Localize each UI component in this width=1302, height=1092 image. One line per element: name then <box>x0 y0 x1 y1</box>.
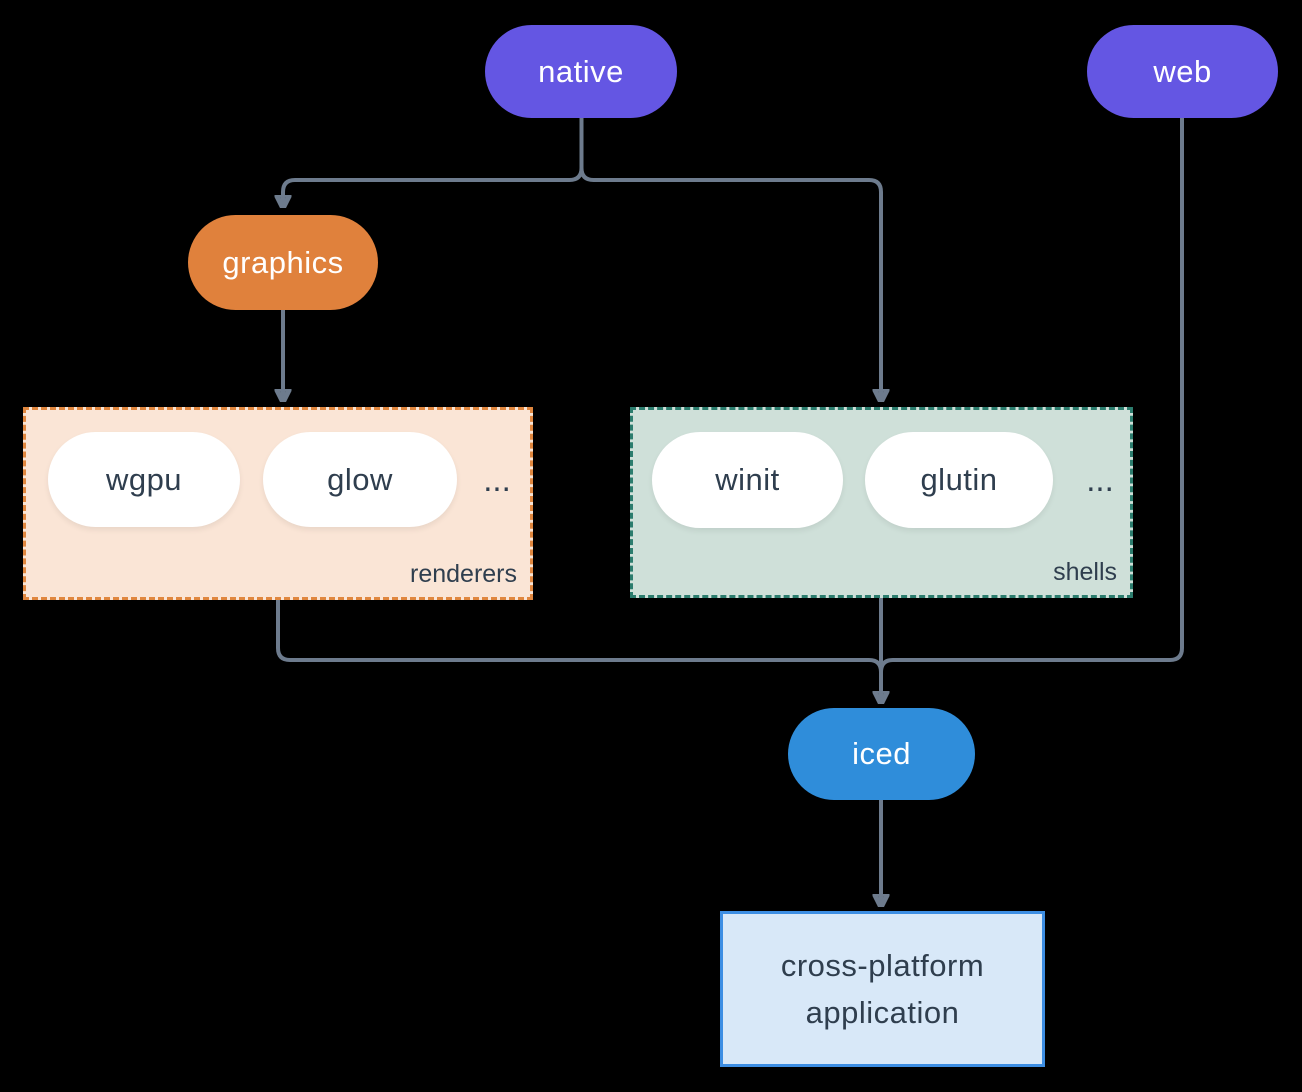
edge-renderers-to-junction <box>276 600 883 673</box>
group-shells: winit glutin ... shells <box>630 407 1133 598</box>
node-glow-label: glow <box>327 461 393 497</box>
node-graphics-label: graphics <box>222 244 344 280</box>
node-graphics: graphics <box>188 215 378 310</box>
app-label-line2: application <box>805 995 960 1030</box>
group-renderers-label: renderers <box>410 560 517 588</box>
node-iced-label: iced <box>852 736 911 771</box>
node-cross-platform-application: cross-platform application <box>720 911 1045 1067</box>
node-wgpu: wgpu <box>48 432 240 527</box>
node-native: native <box>485 25 677 118</box>
group-shells-label: shells <box>1053 558 1117 586</box>
shells-ellipsis: ... <box>1086 460 1114 498</box>
node-winit: winit <box>652 432 843 528</box>
node-web-label: web <box>1153 53 1212 89</box>
node-winit-label: winit <box>715 462 780 497</box>
node-glutin-label: glutin <box>920 462 998 497</box>
node-web: web <box>1087 25 1278 118</box>
node-native-label: native <box>538 53 624 89</box>
renderers-ellipsis: ... <box>483 460 511 498</box>
edge-native-to-graphics <box>283 118 584 203</box>
node-iced: iced <box>788 708 975 800</box>
edge-native-to-shells <box>579 118 882 397</box>
app-label-line1: cross-platform <box>780 948 985 983</box>
node-wgpu-label: wgpu <box>105 461 183 497</box>
group-renderers: wgpu glow ... renderers <box>23 407 533 600</box>
node-glow: glow <box>263 432 457 527</box>
node-glutin: glutin <box>865 432 1053 528</box>
